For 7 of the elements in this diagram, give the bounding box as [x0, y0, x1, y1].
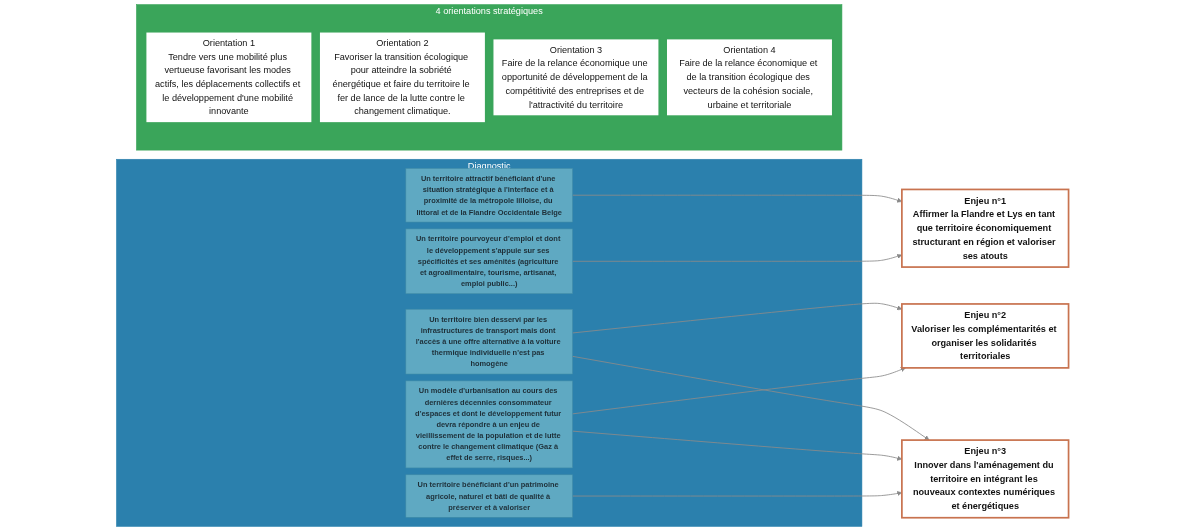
- node-box: Enjeu n°3 Innover dans l'aménagement du territoire en intégrant les nouveaux contextes numériques et énergétiques: [901, 439, 1070, 519]
- node-box: Orientation 1 Tendre vers une mobilité plus vertueuse favorisant les modes actifs, les déplacements collectifs et le développement d'une mobilité innovante: [144, 30, 314, 124]
- node-box: Orientation 2 Favoriser la transition écologique pour atteindre la sobriété énergétique et faire du territoire le fer de lance de la lutte contre le changement climatique.: [318, 30, 487, 124]
- node-box: Enjeu n°1 Affirmer la Flandre et Lys en tant que territoire économiquement structurant en région et valoriser ses atouts: [901, 188, 1070, 268]
- node-box: Enjeu n°2 Valoriser les complémentarités et organiser les solidarités territoriales: [901, 303, 1070, 369]
- node-box: Orientation 4 Faire de la relance économique et de la transition écologique des vecteurs de la cohésion sociale, urbaine et territoriale: [665, 37, 834, 117]
- node-box: Orientation 3 Faire de la relance économique une opportunité de développement de la compétitivité des entreprises et de l'attractivité du territoire: [491, 37, 661, 117]
